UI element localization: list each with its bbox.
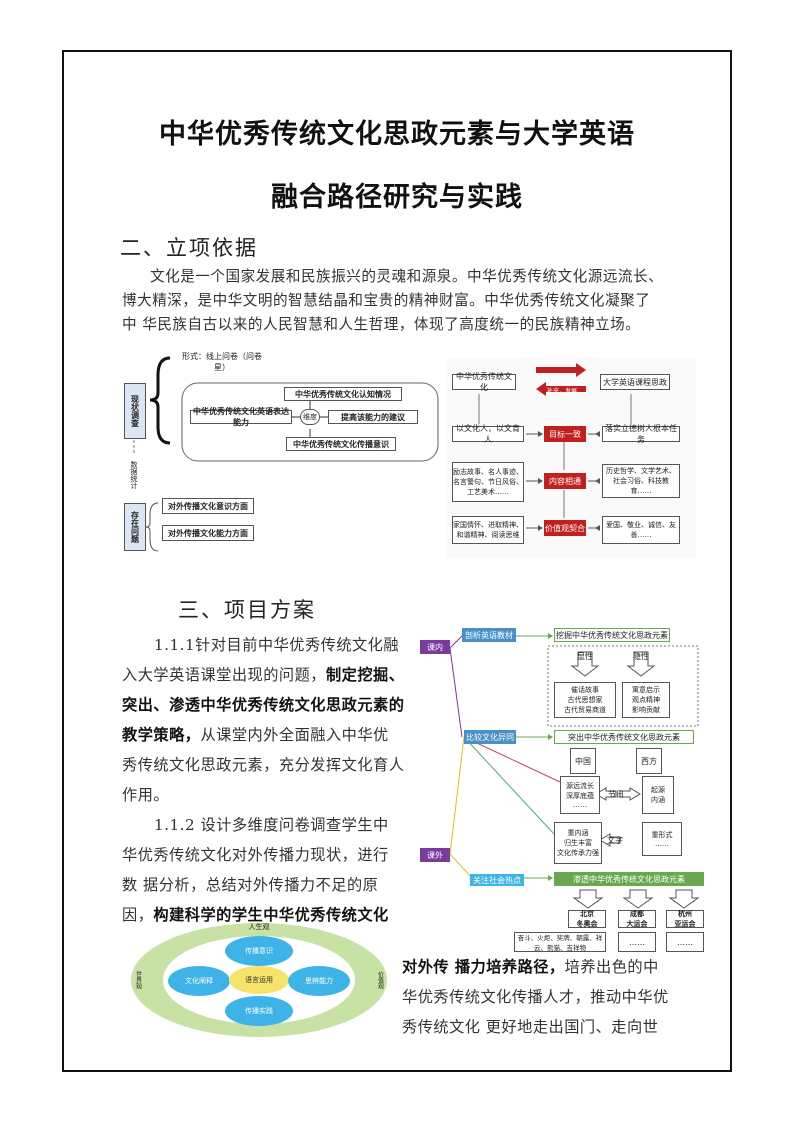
para-bold: 构建科学的学生中华优秀传统文化 [153,906,389,924]
para-bold: 制定挖掘、 [325,666,405,684]
chengdu-universiade: 成都 大运会 [618,910,656,928]
survey-diagram: 形式：线上问卷（问卷星） 现状调查 数据统计 存在问题 中华优秀传统文化认知情况… [122,352,440,555]
problems-box: 存在问题 [124,503,146,551]
section-2-heading: 二、立项依据 [120,236,258,260]
competency-ring-diagram: 人生观 世界观 价值观 传播意识 文化阐释 语言运用 思辨能力 传播实践 [128,920,390,1040]
status-survey-box: 现状调查 [124,383,146,439]
values-left-box: 家国情怀、进取精神、和谐精神、阅读思维 [452,516,524,544]
para-line: 博大精深，是中华文明的智慧结晶和宝贵的精神财富。中华优秀传统文化凝聚了 [122,292,651,309]
title-line-1: 中华优秀传统文化思政元素与大学英语 [159,119,635,150]
para-line: 1.1.2 设计多维度问卷调查学生中 [154,816,389,834]
para-line: 华优秀传统文化传播人才，推动中华优 [402,988,669,1006]
life-view-label: 人生观 [248,923,270,931]
language-circle: 语言运用 [229,966,289,994]
para-line: 文化是一个国家发展和民族振兴的灵魂和源泉。中华优秀传统文化源远流长、 [150,268,664,285]
form-emphasis: 重形式 …… [642,822,682,856]
textbook-node: 剖析英语教材 [462,628,516,642]
dig-elements-node: 挖掘中华优秀传统文化思政元素 [554,628,670,642]
form-label: 形式：线上问卷（问卷星） [180,352,264,372]
goal-consistent-box: 目标一致 [544,426,586,442]
expression-box: 中华优秀传统文化英语表达能力 [190,407,292,427]
communication-box: 中华优秀传统文化传播意识 [286,437,396,451]
para-line: 秀传统文化思政元素，充分发挥文化育人 [122,756,405,774]
interpretation-circle: 文化阐释 [168,966,230,996]
english-course-box: 大学英语课程思政 [600,374,670,390]
para-text: 培养出色的中 [564,958,659,976]
awareness-box: 中华优秀传统文化认知情况 [284,387,402,401]
china-node: 中国 [570,748,596,774]
moral-task-box: 落实立德树人根本任务 [602,424,680,444]
para-line: 对外传 播力培养路径，培养出色的中 [402,952,692,982]
suggestion-box: 提高该能力的建议 [328,410,418,424]
develop-label: 补充，发展 [546,387,577,395]
west-node: 西方 [636,748,662,774]
integration-arrows [478,363,632,531]
dimension-node: 维度 [300,409,320,425]
festival-label: 节日 [608,789,624,799]
para-line: 教学策略，从课堂内外全面融入中华优 [122,720,417,750]
olympics-keywords: 奋斗、火炬、奖牌、朝露、祥云、熊猫、吉祥物 [514,932,606,952]
highlight-elements-node: 突出中华优秀传统文化思政元素 [554,730,694,744]
values-right-box: 爱国、敬业、诚信、友善…… [602,516,680,544]
west-traits: 起源 内涵 [642,776,674,814]
content-emphasis: 重内涵 归生丰富 文化传承力强 [554,822,602,864]
data-stats-label: 数据统计 [126,455,142,495]
awareness-circle: 传播意识 [225,936,293,966]
innovate-label: 创新，补充 [544,360,575,368]
para-text: 从课堂内外全面融入中华优 [200,726,389,744]
asiad-keywords: …… [666,932,704,952]
values-view-label: 价值观 [376,971,384,989]
implicit-label: 隐性 [633,651,649,661]
content-left-box: 励志故事、名人事迹、名言警句、节日风俗、工艺美术…… [452,462,524,502]
infuse-elements-node: 渗透中华优秀传统文化思政元素 [554,872,704,886]
explicit-label: 显性 [577,651,593,661]
para-text: 入大学英语课堂出现的问题， [122,666,326,684]
para-text: 因， [122,906,154,924]
world-view-label: 世界观 [134,971,142,989]
paragraph-1-1-2-cont: 对外传 播力培养路径，培养出色的中 华优秀传统文化传播人才，推动中华优 秀传统文… [402,952,692,1042]
title-line-2: 融合路径研究与实践 [271,182,523,213]
problem-ability-box: 对外传播文化能力方面 [162,525,254,541]
traditional-culture-box: 中华优秀传统文化 [452,372,516,392]
critical-thinking-circle: 思辨能力 [288,966,350,996]
para-line: 中 华民族自古以来的人民智慧和人生哲理，体现了高度统一的民族精神立场。 [122,316,641,333]
china-traits: 源远流长 深厚底蕴 …… [560,776,600,814]
page-border [62,50,732,1072]
implicit-content: 寓意启示 观点精神 影响贡献 [622,682,670,718]
para-line: 1.1.1针对目前中华优秀传统文化融 [154,636,400,654]
hangzhou-asiad: 杭州 亚运会 [666,910,704,928]
universiade-keywords: …… [618,932,656,952]
explicit-content: 催话故事 古代思想家 古代贸易商道 [554,682,616,718]
para-line: 作用。 [122,786,170,804]
para-bold: 对外传 播力培养路径， [402,958,565,976]
section-3-heading: 三、项目方案 [178,598,316,622]
para-line: 入大学英语课堂出现的问题，制定挖掘、 [122,660,417,690]
curriculum-flow-lines [449,633,700,909]
curriculum-flow-diagram: 课内 剖析英语教材 挖掘中华优秀传统文化思政元素 显性 隐性 催话故事 古代思想… [420,622,712,952]
after-class-label: 课外 [420,848,450,862]
paragraph-1-1-1: 1.1.1针对目前中华优秀传统文化融 入大学英语课堂出现的问题，制定挖掘、 突出… [122,630,417,810]
integration-diagram: 中华优秀传统文化 创新，补充 补充，发展 大学英语课程思政 以文化人，以文育人 … [446,358,696,558]
text-label: 文字 [607,835,623,845]
hot-topics-node: 关注社会热点 [470,874,524,886]
content-right-box: 历史哲学、文学艺术、社会习俗、科技教育…… [602,464,680,498]
practice-circle: 传播实践 [225,996,293,1026]
para-line: 华优秀传统文化对外传播力现状，进行 [122,846,389,864]
para-line: 因，构建科学的学生中华优秀传统文化 [122,900,417,930]
in-class-label: 课内 [420,640,450,654]
values-match-box: 价值观契合 [544,520,586,536]
para-line: 秀传统文化 更好地走出国门、走向世 [402,1018,659,1036]
content-linked-box: 内容相通 [544,473,586,489]
para-line: 突出、渗透中华优秀传统文化思政元素的 [122,696,405,714]
section-2-paragraph: 文化是一个国家发展和民族振兴的灵魂和源泉。中华优秀传统文化源远流长、 博大精深，… [122,265,702,337]
problem-awareness-box: 对外传播文化意识方面 [162,498,254,514]
cultivate-box: 以文化人，以文育人 [452,424,524,444]
compare-culture-node: 比较文化异同 [464,730,516,744]
paragraph-1-1-2: 1.1.2 设计多维度问卷调查学生中 华优秀传统文化对外传播力现状，进行 数 据… [122,810,417,930]
beijing-olympics: 北京 冬奥会 [568,910,606,928]
para-bold: 教学策略， [122,726,201,744]
para-line: 数 据分析，总结对外传播力不足的原 [122,876,379,894]
